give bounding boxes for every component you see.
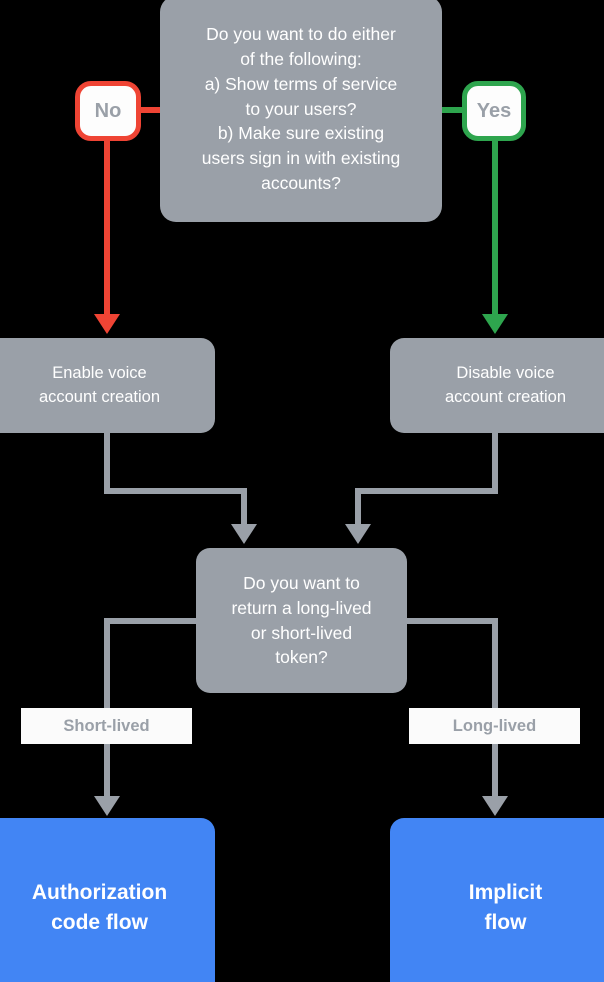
edge-label-long-lived-text: Long-lived xyxy=(452,716,537,735)
edge-label-long-lived: Long-lived xyxy=(409,708,580,744)
connector-enable-drop xyxy=(241,488,247,526)
connector-disable-drop xyxy=(355,488,361,526)
arrowhead-no-to-enable xyxy=(94,314,120,334)
node-implicit-flow[interactable]: Implicit flow xyxy=(390,818,604,982)
connector-disable-down xyxy=(492,432,498,494)
node-enable-voice-account-creation[interactable]: Enable voice account creation xyxy=(0,338,215,433)
node-enable-voice-label: Enable voice account creation xyxy=(38,364,161,406)
arrowhead-enable-to-token xyxy=(231,524,257,544)
connector-no-to-question xyxy=(137,107,163,113)
arrowhead-long-lived-to-implicit xyxy=(482,796,508,816)
node-implicit-flow-label: Implicit flow xyxy=(468,880,543,934)
branch-pill-no[interactable]: No xyxy=(75,81,141,141)
node-token-question-label: Do you want to return a long-lived or sh… xyxy=(231,572,372,668)
branch-pill-yes[interactable]: Yes xyxy=(462,81,526,141)
connector-yes-vertical xyxy=(492,138,498,316)
arrowhead-disable-to-token xyxy=(345,524,371,544)
connector-yes-to-question xyxy=(440,107,465,113)
node-disable-voice-account-creation[interactable]: Disable voice account creation xyxy=(390,338,604,433)
connector-enable-across xyxy=(104,488,247,494)
edge-label-short-lived-text: Short-lived xyxy=(63,716,150,735)
node-authorization-code-flow[interactable]: Authorization code flow xyxy=(0,818,215,982)
node-token-question[interactable]: Do you want to return a long-lived or sh… xyxy=(196,548,407,693)
arrowhead-short-lived-to-authcode xyxy=(94,796,120,816)
node-top-question[interactable]: Do you want to do either of the followin… xyxy=(160,0,442,222)
connector-no-vertical xyxy=(104,138,110,316)
edge-label-short-lived: Short-lived xyxy=(21,708,192,744)
connector-disable-across xyxy=(355,488,498,494)
connector-token-left-across xyxy=(104,618,200,624)
connector-token-right-across xyxy=(403,618,492,624)
node-top-question-label: Do you want to do either of the followin… xyxy=(201,24,401,194)
connector-enable-down xyxy=(104,432,110,494)
arrowhead-yes-to-disable xyxy=(482,314,508,334)
branch-pill-yes-label: Yes xyxy=(476,99,512,122)
node-disable-voice-label: Disable voice account creation xyxy=(444,364,567,406)
branch-pill-no-label: No xyxy=(94,99,122,122)
node-authorization-code-flow-label: Authorization code flow xyxy=(31,880,168,934)
